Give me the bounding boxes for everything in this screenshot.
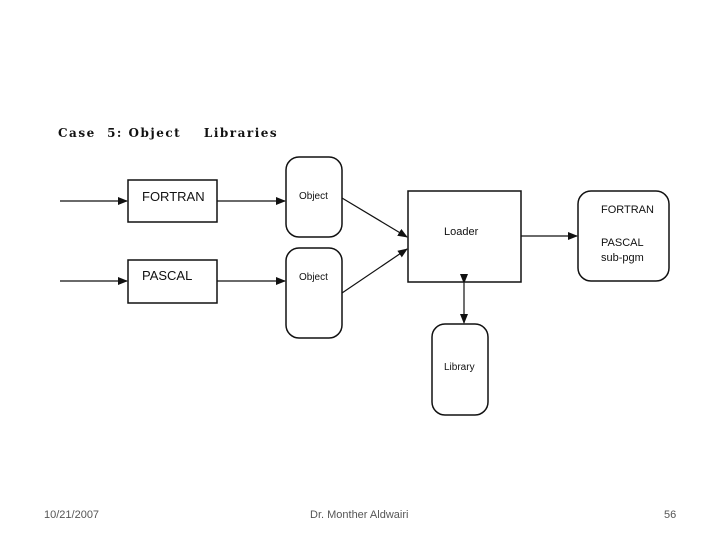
- output-label-fortran: FORTRAN: [601, 204, 654, 216]
- library-box: [431, 323, 489, 416]
- object-to-loader-arrow-2: [341, 248, 408, 294]
- object-file-2-label: Object: [299, 272, 328, 283]
- object-file-1: [285, 156, 343, 238]
- object-file-2: [285, 247, 343, 339]
- library-label: Library: [444, 362, 475, 373]
- output-label-pascal: PASCAL: [601, 237, 644, 249]
- footer-date: 10/21/2007: [44, 509, 100, 521]
- fortran-source-box: [127, 179, 218, 223]
- fortran-source-label: FORTRAN: [142, 189, 205, 204]
- footer-author: Dr. Monther Aldwairi: [310, 509, 409, 521]
- footer-page-number: 56: [664, 509, 677, 521]
- loader-box: [407, 190, 522, 283]
- slide-title: Case 5: Object Libraries: [58, 126, 279, 140]
- pascal-source-label: PASCAL: [142, 268, 192, 283]
- output-module: [577, 190, 670, 282]
- object-to-loader-arrow-1: [341, 197, 408, 238]
- object-file-1-label: Object: [299, 191, 328, 202]
- output-label-subpgm: sub-pgm: [601, 252, 644, 264]
- loader-label: Loader: [444, 226, 479, 238]
